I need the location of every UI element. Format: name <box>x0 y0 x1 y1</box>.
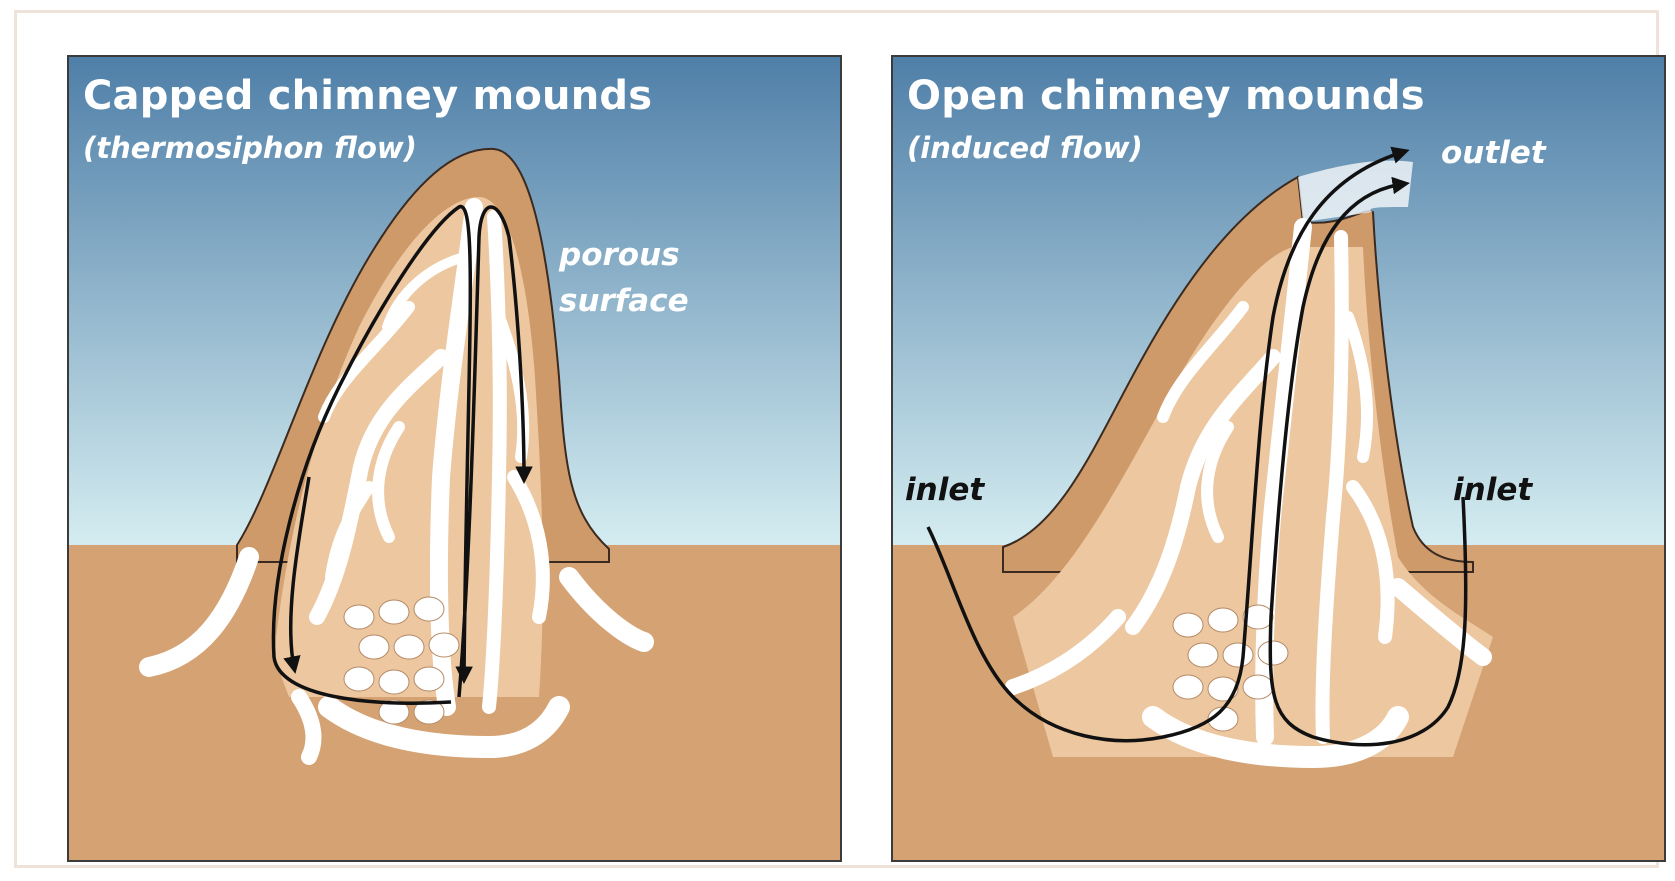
inlet-label-right: inlet <box>1453 472 1532 508</box>
porous-surface-label-line2: surface <box>559 283 689 319</box>
panel-subtitle: (thermosiphon flow) <box>83 131 417 165</box>
panel-title: Capped chimney mounds <box>83 73 652 119</box>
panel-subtitle: (induced flow) <box>907 131 1143 165</box>
open-mound-illustration <box>893 57 1666 862</box>
open-mound-panel: Open chimney mounds (induced flow) outle… <box>891 55 1666 862</box>
capped-mound-illustration <box>69 57 842 862</box>
figure-frame: Capped chimney mounds (thermosiphon flow… <box>14 10 1659 868</box>
inlet-label-left: inlet <box>905 472 984 508</box>
panel-title: Open chimney mounds <box>907 73 1425 119</box>
outlet-label: outlet <box>1441 135 1546 171</box>
porous-surface-label-line1: porous <box>559 237 680 273</box>
capped-mound-panel: Capped chimney mounds (thermosiphon flow… <box>67 55 842 862</box>
